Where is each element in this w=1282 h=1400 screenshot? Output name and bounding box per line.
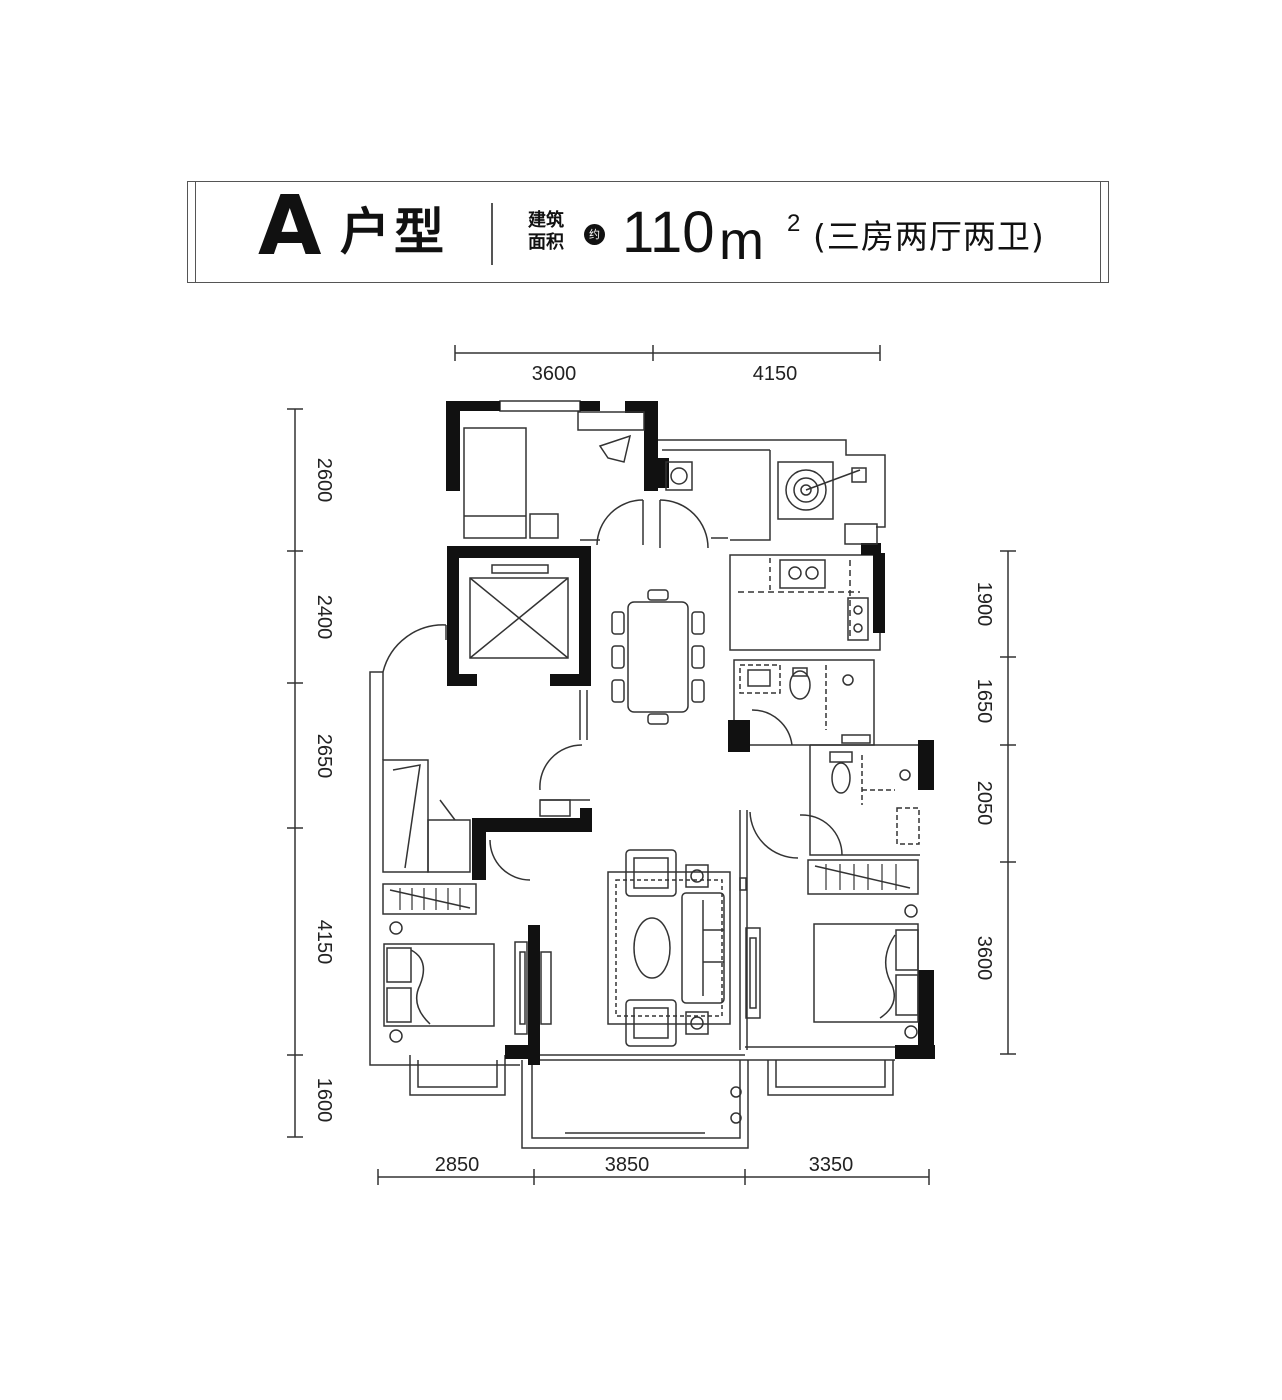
balcony-fixtures — [730, 1086, 742, 1124]
dim-right-1: 1900 — [973, 582, 995, 627]
dim-left-2: 2400 — [313, 595, 335, 640]
title-banner — [187, 181, 1109, 283]
dim-right-2: 1650 — [973, 679, 995, 724]
area-label: 建筑 面积 — [528, 210, 572, 254]
unit-type-name: 户型 — [340, 203, 448, 261]
approx-badge: 约 — [584, 224, 605, 245]
laundry-and-ac-area — [665, 461, 878, 545]
dim-left-1: 2600 — [313, 458, 335, 503]
elevator — [469, 564, 569, 659]
dim-left-5: 1600 — [313, 1078, 335, 1123]
left-bedroom — [382, 624, 552, 1043]
kitchen — [738, 558, 869, 641]
area-unit-superscript: 2 — [787, 210, 801, 237]
right-bedroom — [745, 859, 919, 1039]
living-room — [489, 744, 747, 1047]
dim-left-4: 4150 — [313, 920, 335, 965]
area-label-line2: 面积 — [528, 232, 564, 253]
dining-area — [611, 589, 705, 725]
dim-left-3: 2650 — [313, 734, 335, 779]
area-value: 110 — [622, 200, 715, 265]
area-label-line1: 建筑 — [528, 210, 564, 231]
banner-right-cap — [1100, 181, 1101, 283]
banner-left-cap — [195, 181, 196, 283]
bathroom-1 — [739, 664, 871, 746]
dim-right-4: 3600 — [973, 936, 995, 981]
unit-type-letter: A — [258, 179, 322, 274]
dimension-labels: 3600 4150 2850 3850 3350 2600 2400 2650 … — [313, 363, 995, 1176]
dim-right-3: 2050 — [973, 781, 995, 826]
structural-walls — [446, 401, 935, 1065]
bathroom-2 — [749, 751, 920, 859]
layout-description: (三房两厅两卫) — [813, 217, 1045, 256]
dim-bottom-3: 3350 — [809, 1154, 854, 1176]
area-unit: m — [719, 211, 764, 271]
dim-bottom-2: 3850 — [605, 1154, 650, 1176]
dimension-lines — [287, 345, 1016, 1185]
title-separator — [491, 203, 493, 265]
dim-top-2: 4150 — [753, 363, 798, 385]
outline-walls — [369, 400, 920, 1149]
dim-top-1: 3600 — [532, 363, 577, 385]
top-bedroom-furniture — [463, 411, 709, 549]
dim-bottom-1: 2850 — [435, 1154, 480, 1176]
